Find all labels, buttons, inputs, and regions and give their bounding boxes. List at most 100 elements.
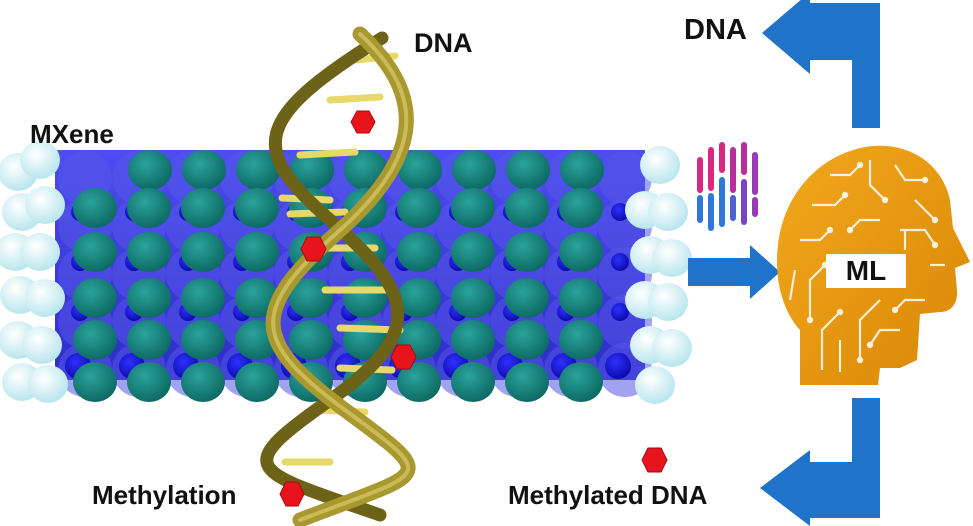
mxene-teal-atom xyxy=(235,188,279,228)
arrow-ml-to-dna xyxy=(762,0,880,128)
mxene-blue-atom xyxy=(611,253,629,271)
mxene-left-edge-atoms xyxy=(0,141,68,403)
mxene-edge-atom xyxy=(25,186,65,224)
arrow-to-ml xyxy=(688,245,780,299)
slab-sphere xyxy=(598,151,652,205)
mxene-blue-atom xyxy=(605,353,631,379)
ml-circuit-node xyxy=(856,356,864,364)
mxene-teal-atom xyxy=(451,278,495,318)
mxene-teal-atom xyxy=(397,188,441,228)
ml-circuit-node xyxy=(921,176,929,184)
mxene-teal-atom xyxy=(73,362,117,402)
arrow-ml-to-methylated-dna xyxy=(760,398,880,526)
mxene-teal-atom xyxy=(127,278,171,318)
mxene-edge-atom xyxy=(648,283,688,321)
ml-circuit-trace xyxy=(894,298,925,311)
ml-circuit-node xyxy=(881,196,889,204)
ml-circuit-node xyxy=(806,316,814,324)
mxene-teal-atom xyxy=(127,188,171,228)
ml-circuit-trace xyxy=(808,264,826,320)
ml-circuit-trace xyxy=(894,164,925,182)
ml-circuit-trace xyxy=(900,228,936,246)
mxene-teal-atom xyxy=(505,362,549,402)
dna-label: DNA xyxy=(414,28,473,58)
methylation-label: Methylation xyxy=(92,480,237,510)
mxene-edge-atom xyxy=(652,329,692,367)
mxene-teal-atom xyxy=(560,150,604,190)
ml-circuit-node xyxy=(836,308,844,316)
ml-circuit-trace xyxy=(800,229,831,242)
mxene-teal-atom xyxy=(451,188,495,228)
mxene-teal-atom xyxy=(235,362,279,402)
methylated-dna-label: Methylated DNA xyxy=(508,480,708,510)
mxene-teal-atom xyxy=(289,320,333,360)
mxene-teal-atom xyxy=(181,232,225,272)
mxene-right-edge-atoms xyxy=(625,146,692,404)
mxene-blue-atom xyxy=(611,303,629,321)
mxene-teal-atom xyxy=(73,232,117,272)
mxene-teal-atom xyxy=(182,150,226,190)
mxene-teal-atom xyxy=(290,150,334,190)
dna-base-pair xyxy=(326,93,384,104)
dna-base-pair xyxy=(296,148,359,159)
ml-circuit-trace xyxy=(830,164,861,177)
mxene-teal-atom xyxy=(127,232,171,272)
methyl-marker-icon xyxy=(279,481,305,507)
mxene-teal-atom xyxy=(397,362,441,402)
mxene-teal-atom xyxy=(289,278,333,318)
mxene-teal-atom xyxy=(181,362,225,402)
ml-circuit-trace xyxy=(914,199,936,221)
mxene-teal-atom xyxy=(505,320,549,360)
mxene-edge-atom xyxy=(648,193,688,231)
ml-circuit-node xyxy=(891,306,899,314)
ml-label: ML xyxy=(826,254,906,288)
ml-circuit-trace xyxy=(820,311,841,370)
mxene-label: MXene xyxy=(30,119,114,149)
mxene-teal-atom xyxy=(505,232,549,272)
mxene-teal-atom xyxy=(127,320,171,360)
mxene-edge-atom xyxy=(28,365,68,403)
methylated-dna-marker-icon xyxy=(641,447,668,473)
mxene-teal-atom xyxy=(451,362,495,402)
mxene-slab xyxy=(0,141,692,404)
ml-circuit-trace xyxy=(788,269,797,301)
ml-circuit-node xyxy=(866,341,874,349)
mxene-blue-atom xyxy=(611,203,629,221)
ml-circuit-node xyxy=(931,216,939,224)
mxene-teal-atom xyxy=(559,278,603,318)
mxene-teal-atom xyxy=(506,150,550,190)
mxene-teal-atom xyxy=(559,362,603,402)
mxene-teal-atom xyxy=(397,278,441,318)
dna-helix xyxy=(260,26,416,526)
mxene-edge-atom xyxy=(640,146,680,184)
mxene-teal-atom xyxy=(181,188,225,228)
mxene-teal-atom xyxy=(235,232,279,272)
mxene-teal-atom xyxy=(181,320,225,360)
methyl-marker-icon xyxy=(390,344,417,370)
methyl-markers xyxy=(279,110,668,507)
ml-circuit-node xyxy=(856,161,864,169)
dna-strand-back xyxy=(260,31,405,522)
ml-circuit-traces xyxy=(788,160,945,372)
mxene-teal-atom xyxy=(452,150,496,190)
mxene-teal-atom xyxy=(397,232,441,272)
mxene-teal-atom xyxy=(236,150,280,190)
methyl-marker-icon xyxy=(300,236,327,262)
dna-output-label: DNA xyxy=(684,14,747,46)
mxene-teal-atoms xyxy=(73,150,604,402)
mxene-edge-atom xyxy=(25,279,65,317)
ml-circuit-node xyxy=(846,226,854,234)
mxene-teal-atom xyxy=(451,320,495,360)
ml-circuit-node xyxy=(841,191,849,199)
mxene-teal-atom xyxy=(559,232,603,272)
ml-circuit-trace xyxy=(869,328,900,346)
mxene-teal-atom xyxy=(559,188,603,228)
mxene-edge-atom xyxy=(635,366,675,404)
ml-circuit-trace xyxy=(858,299,881,360)
mxene-teal-atom xyxy=(505,278,549,318)
mxene-edge-atom xyxy=(20,141,60,179)
mxene-teal-atom xyxy=(73,278,117,318)
mxene-edge-atom xyxy=(652,239,692,277)
mxene-teal-atom xyxy=(398,150,442,190)
